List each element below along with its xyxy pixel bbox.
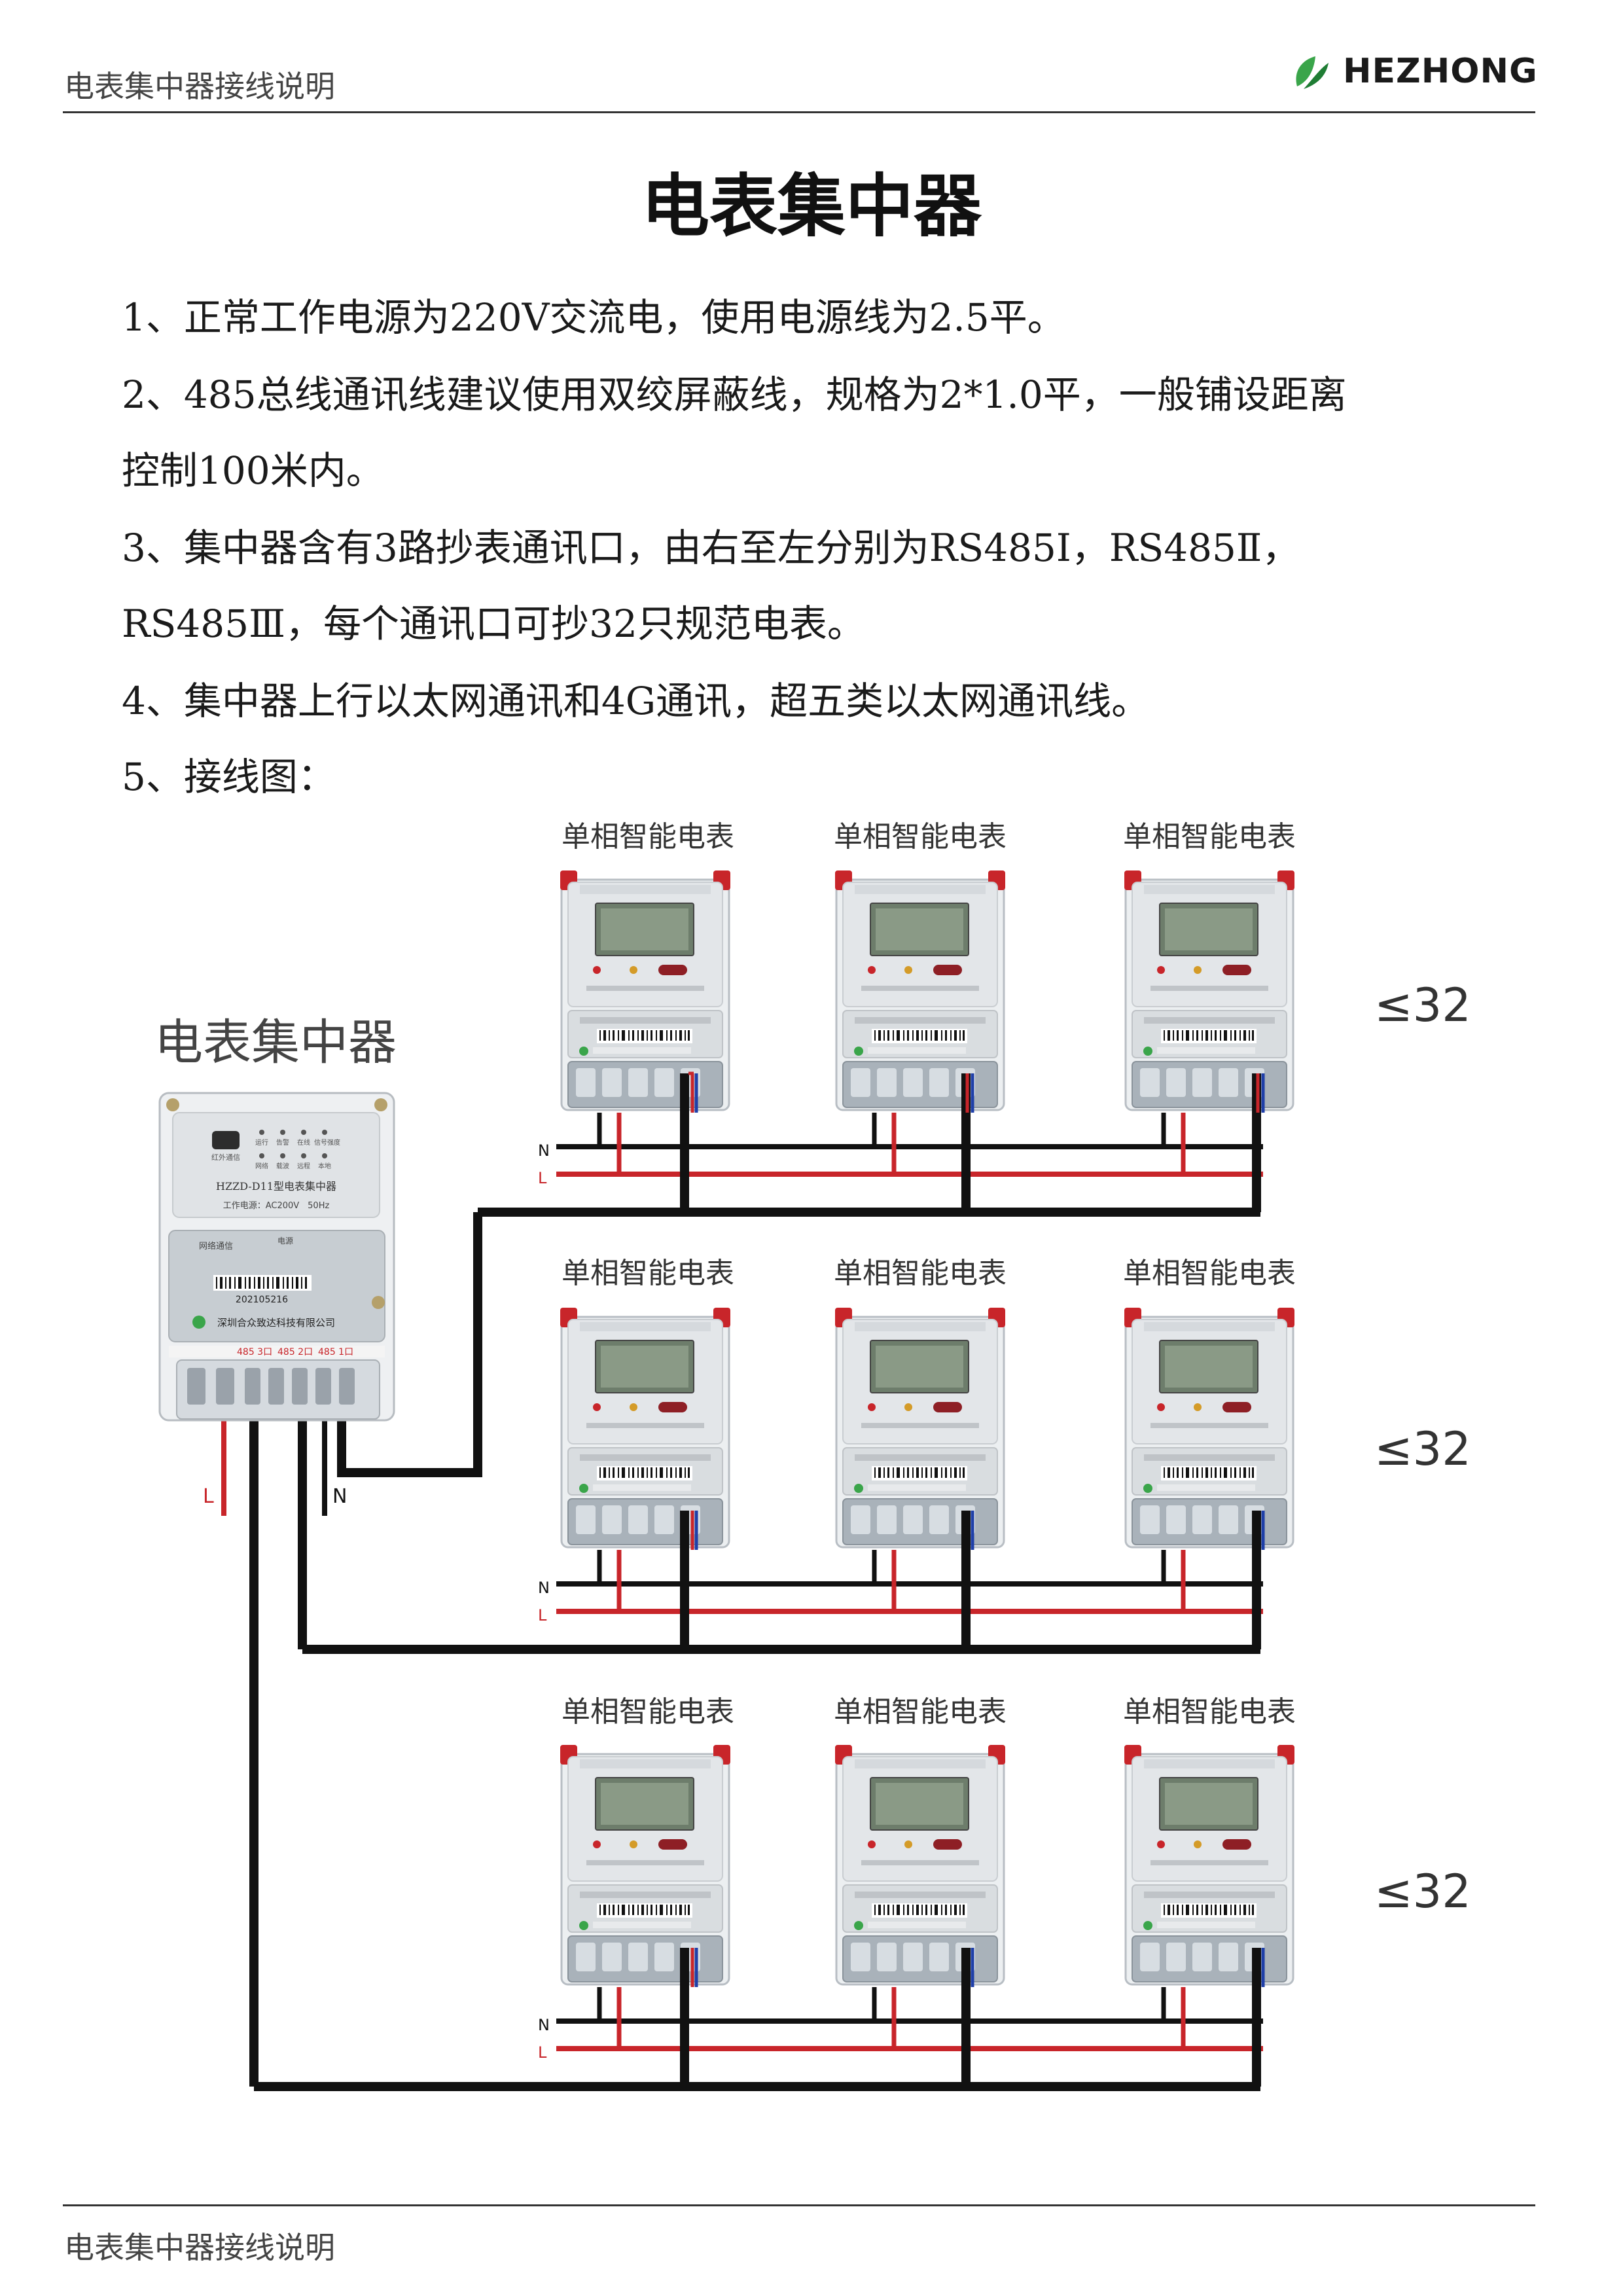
ir-button-label: 红外通信 <box>211 1153 240 1162</box>
concentrator-model: HZZD-D11型电表集中器 <box>216 1180 336 1193</box>
live-label: L <box>203 1485 214 1508</box>
meter-count-label: ≤32 <box>1374 978 1471 1032</box>
instruction-item: RS485Ⅲ，每个通讯口可抄32只规范电表。 <box>122 601 865 646</box>
instruction-item: 1、正常工作电源为220V交流电，使用电源线为2.5平。 <box>122 295 1065 340</box>
header-doc-title: 电表集中器接线说明 <box>64 69 335 104</box>
neutral-label: N <box>538 1579 550 1597</box>
concentrator-bus-runs <box>221 1212 482 2087</box>
status-label: 网络 <box>255 1162 268 1170</box>
footer-doc-title: 电表集中器接线说明 <box>64 2230 335 2265</box>
instruction-item: 控制100米内。 <box>122 448 384 493</box>
status-label: 告警 <box>276 1138 289 1147</box>
live-label: L <box>538 1169 547 1187</box>
single-phase-meter <box>1124 870 1294 1111</box>
row2-power-wires <box>556 1550 1263 1614</box>
meter-label: 单相智能电表 <box>562 1695 734 1729</box>
meter-count-label: ≤32 <box>1374 1865 1471 1918</box>
meter-label: 单相智能电表 <box>1123 820 1296 853</box>
neutral-label: N <box>538 1141 550 1160</box>
power-indicator-label: 电源 <box>277 1236 293 1246</box>
concentrator-power-rating: 工作电源：AC200V 50Hz <box>223 1201 330 1211</box>
meter-label: 单相智能电表 <box>834 1257 1007 1290</box>
meter-label: 单相智能电表 <box>834 820 1007 853</box>
concentrator-company: 深圳合众致达科技有限公司 <box>217 1317 335 1329</box>
port-label-1: 485 1口 <box>318 1347 353 1357</box>
footer-divider <box>63 2204 1535 2206</box>
single-phase-meter <box>560 1308 730 1549</box>
meter-label: 单相智能电表 <box>562 1257 734 1290</box>
instruction-item: 2、485总线通讯线建议使用双绞屏蔽线，规格为2*1.0平，一般铺设距离 <box>122 372 1347 417</box>
row1-power-wires <box>556 1113 1263 1177</box>
row2-bus <box>302 1511 1265 1654</box>
brand-logo: HEZHONG <box>1289 48 1538 94</box>
single-phase-meter <box>835 870 1005 1111</box>
header-divider <box>63 111 1535 113</box>
status-label: 远程 <box>297 1162 310 1170</box>
single-phase-meter <box>1124 1745 1294 1986</box>
status-label: 信号强度 <box>314 1138 340 1147</box>
meter-label: 单相智能电表 <box>1123 1695 1296 1729</box>
live-label: L <box>538 1606 547 1624</box>
meter-label: 单相智能电表 <box>562 820 734 853</box>
instruction-item: 3、集中器含有3路抄表通讯口，由右至左分别为RS485Ⅰ，RS485Ⅱ， <box>122 526 1300 570</box>
single-phase-meter <box>835 1745 1005 1986</box>
status-label: 载波 <box>276 1162 289 1170</box>
meter-count-label: ≤32 <box>1374 1422 1471 1476</box>
status-label: 在线 <box>297 1138 310 1147</box>
row3-power-wires <box>556 1987 1263 2051</box>
network-label: 网络通信 <box>199 1241 233 1251</box>
port-label-2: 485 2口 <box>277 1347 313 1357</box>
meter-label: 单相智能电表 <box>1123 1257 1296 1290</box>
single-phase-meter <box>560 870 730 1111</box>
leaf-logo-icon <box>1296 56 1329 89</box>
row1-bus <box>478 1071 1265 1217</box>
port-label-3: 485 3口 <box>237 1347 272 1357</box>
meter-label: 单相智能电表 <box>834 1695 1007 1729</box>
page-title: 电表集中器 <box>641 166 982 246</box>
instruction-item: 4、集中器上行以太网通讯和4G通讯，超五类以太网通讯线。 <box>122 679 1150 723</box>
single-phase-meter <box>835 1308 1005 1549</box>
neutral-label: N <box>538 2016 550 2034</box>
concentrator-device: 红外通信 运行 告警 在线 信号强度 网络 载波 远程 本地 HZZD-D11型… <box>158 1092 395 1422</box>
single-phase-meter <box>1124 1308 1294 1549</box>
row3-bus <box>254 1948 1265 2091</box>
neutral-label: N <box>332 1485 347 1508</box>
instruction-item: 5、接线图： <box>122 755 336 799</box>
live-label: L <box>538 2043 547 2062</box>
status-label: 运行 <box>255 1138 268 1147</box>
concentrator-serial: 202105216 <box>236 1295 288 1305</box>
brand-name: HEZHONG <box>1343 52 1538 91</box>
concentrator-label: 电表集中器 <box>154 1014 397 1071</box>
status-label: 本地 <box>318 1162 331 1170</box>
single-phase-meter <box>560 1745 730 1986</box>
